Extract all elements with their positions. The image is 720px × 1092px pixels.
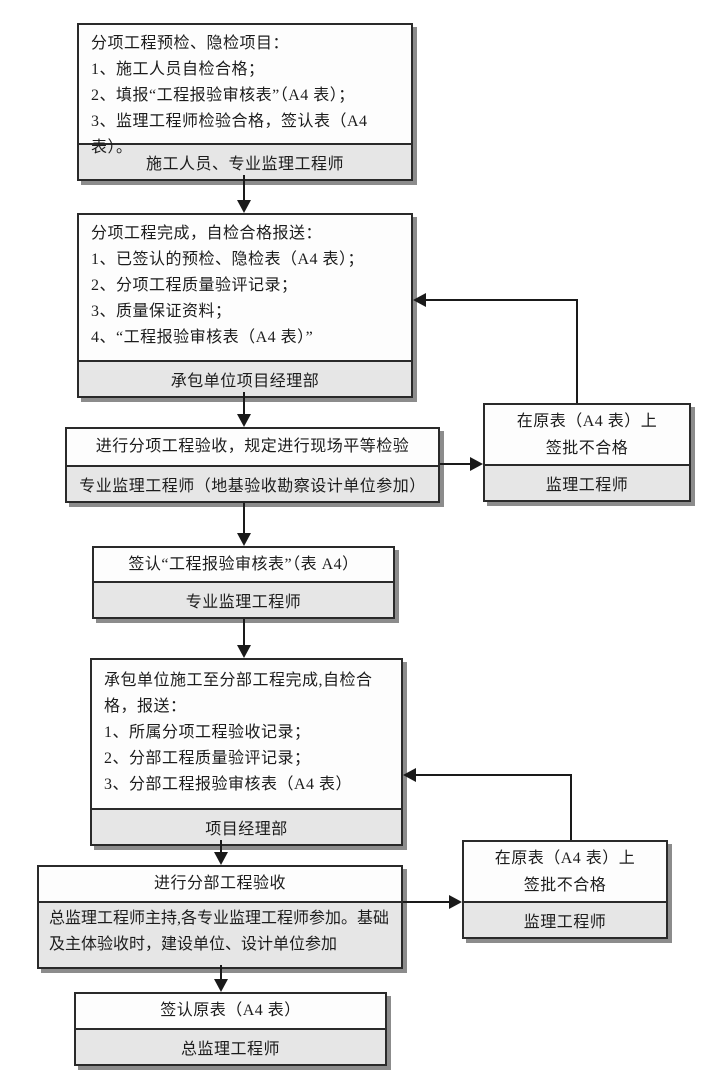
node-footer-role: 总监理工程师 [76, 1028, 385, 1064]
connector-reject1-box2 [425, 299, 578, 301]
node-body-text: 分项工程完成，自检合格报送： 1、已签认的预检、隐检表（A4 表）； 2、分项工… [91, 225, 365, 346]
arrowhead-down-icon [214, 852, 228, 865]
connector-reject1-up [576, 300, 578, 403]
node-footer-role: 专业监理工程师（地基验收勘察设计单位参加） [67, 465, 438, 501]
connector-box5-box6 [220, 840, 222, 853]
connector-box4-box5 [243, 619, 245, 646]
connector-box3-reject1 [440, 463, 472, 465]
node-subitem-pre-inspection: 分项工程预检、隐检项目： 1、施工人员自检合格； 2、填报“工程报验审核表”（A… [77, 23, 413, 181]
node-reject-subitem: 在原表（A4 表）上 签批不合格 监理工程师 [483, 403, 691, 502]
node-subitem-acceptance: 进行分项工程验收，规定进行现场平等检验 专业监理工程师（地基验收勘察设计单位参加… [65, 427, 440, 503]
node-body-text: 承包单位施工至分部工程完成,自检合格，报送： 1、所属分项工程验收记录； 2、分… [104, 672, 373, 793]
node-footer-role: 监理工程师 [464, 901, 666, 937]
node-division-completion-report: 承包单位施工至分部工程完成,自检合格，报送： 1、所属分项工程验收记录； 2、分… [90, 658, 403, 846]
connector-reject2-box5 [415, 774, 572, 776]
node-reject-division: 在原表（A4 表）上 签批不合格 监理工程师 [462, 840, 668, 939]
connector-box6-box7 [220, 965, 222, 980]
node-division-acceptance: 进行分部工程验收 总监理工程师主持,各专业监理工程师参加。基础及主体验收时，建设… [37, 865, 403, 969]
connector-box1-box2 [243, 175, 245, 202]
arrowhead-left-icon [413, 293, 426, 307]
arrowhead-right-icon [470, 457, 483, 471]
node-footer-role: 施工人员、专业监理工程师 [79, 143, 411, 179]
arrowhead-down-icon [237, 200, 251, 213]
arrowhead-down-icon [237, 414, 251, 427]
node-footer-role: 总监理工程师主持,各专业监理工程师参加。基础及主体验收时，建设单位、设计单位参加 [39, 901, 401, 967]
arrowhead-down-icon [237, 533, 251, 546]
node-sign-review-form: 签认“工程报验审核表”（表 A4） 专业监理工程师 [92, 546, 395, 619]
node-body-text: 进行分项工程验收，规定进行现场平等检验 [95, 438, 410, 455]
node-sign-original-form: 签认原表（A4 表） 总监理工程师 [74, 992, 387, 1066]
node-subitem-completion-report: 分项工程完成，自检合格报送： 1、已签认的预检、隐检表（A4 表）； 2、分项工… [77, 213, 413, 398]
arrowhead-right-icon [449, 895, 462, 909]
node-body-text: 在原表（A4 表）上 签批不合格 [516, 412, 658, 457]
node-body-text: 分项工程预检、隐检项目： 1、施工人员自检合格； 2、填报“工程报验审核表”（A… [91, 35, 368, 156]
node-body-text: 签认原表（A4 表） [160, 1002, 301, 1019]
node-footer-role: 项目经理部 [92, 808, 401, 844]
node-footer-role: 监理工程师 [485, 464, 689, 500]
arrowhead-down-icon [237, 645, 251, 658]
node-footer-role: 专业监理工程师 [94, 581, 393, 617]
connector-box6-reject2 [403, 901, 451, 903]
node-body-text: 在原表（A4 表）上 签批不合格 [494, 849, 636, 894]
arrowhead-down-icon [214, 979, 228, 992]
connector-box3-box4 [243, 503, 245, 534]
connector-reject2-up [570, 775, 572, 840]
arrowhead-left-icon [403, 768, 416, 782]
node-body-text: 进行分部工程验收 [153, 875, 286, 892]
connector-box2-box3 [243, 392, 245, 416]
node-footer-role: 承包单位项目经理部 [79, 360, 411, 396]
node-body-text: 签认“工程报验审核表”（表 A4） [128, 555, 359, 573]
